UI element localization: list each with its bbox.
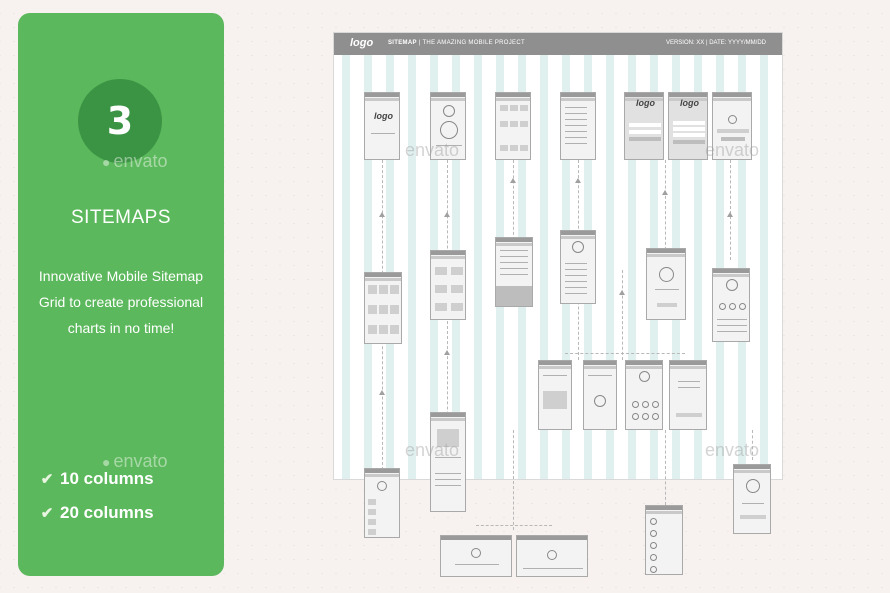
connector-line [447,160,448,500]
screen-detail [430,412,466,512]
screen-author-profile [712,268,750,342]
check-icon: ✔ [40,471,54,488]
grid-column [474,55,482,479]
grid-column [408,55,416,479]
board-meta: VERSION: XX | DATE: YYYY/MM/DD [665,40,766,46]
connector-line [730,160,731,260]
number-badge-text: 3 [106,99,134,143]
grid-column [386,55,394,479]
screen-feedback [583,360,617,430]
grid-column [364,55,372,479]
grid-column [540,55,548,479]
feature-item: ✔ 20 columns [34,496,214,530]
screen-sign-up: logo [668,92,708,160]
screen-navigation-drawer [560,92,596,160]
screen-welcome-back [440,535,512,577]
envato-leaf-icon: ● [102,154,111,170]
screen-media-player [516,535,588,577]
screen-share [625,360,663,430]
connector-line [752,430,753,460]
screen-sign-in: logo [624,92,664,160]
board-title: SITEMAP | THE AMAZING MOBILE PROJECT [388,40,525,46]
screen-search-keyboard [495,237,533,307]
watermark-logo: envato [705,140,760,160]
arrow-up-icon [444,212,450,217]
grid-column [606,55,614,479]
connector-line [476,525,552,526]
connector-line [665,430,666,505]
watermark-logo: ●envato [102,151,168,171]
screen-hello-user [669,360,707,430]
watermark-logo: envato [405,140,460,160]
number-badge: 3 [78,79,162,163]
arrow-up-icon [662,190,668,195]
board-logo: logo [350,37,374,49]
watermark-logo: ●envato [102,451,168,471]
screen-homepage [495,92,531,160]
screen-gallery [364,272,402,344]
envato-leaf-icon: ● [102,454,111,470]
grid-column [694,55,702,479]
feature-label: 10 columns [60,469,154,488]
arrow-up-icon [379,390,385,395]
panel-description: Innovative Mobile Sitemap Grid to create… [38,268,204,336]
watermark-logo: envato [405,440,460,460]
check-icon: ✔ [40,505,54,522]
arrow-up-icon [379,212,385,217]
arrow-up-icon [510,178,516,183]
feature-item: ✔ 10 columns [34,462,214,496]
connector-line [622,270,623,360]
watermark-logo: envato [705,440,760,460]
screen-profile-menu [560,230,596,304]
screen-user-profile [646,248,686,320]
screen-success [733,464,771,534]
screen-loading: logo [364,92,400,160]
grid-column [738,55,746,479]
connector-line [665,160,666,250]
connector-line [513,160,514,240]
board-header: logo SITEMAP | THE AMAZING MOBILE PROJEC… [334,33,782,55]
screen-video-list [364,468,400,538]
panel-title: SITEMAPS [70,207,172,228]
arrow-up-icon [727,212,733,217]
connector-line [565,353,685,354]
connector-line [513,430,514,530]
grid-column [628,55,636,479]
screen-forgot-password [712,92,752,160]
screen-welcome [430,92,466,160]
arrow-up-icon [575,178,581,183]
feature-label: 20 columns [60,503,154,522]
grid-column [760,55,768,479]
arrow-up-icon [444,350,450,355]
screen-contacts [645,505,683,575]
screen-rating [538,360,572,430]
grid-column [342,55,350,479]
grid-column [716,55,724,479]
info-panel: 3 ●envato SITEMAPS Innovative Mobile Sit… [18,13,224,576]
arrow-up-icon [619,290,625,295]
feature-list: ✔ 10 columns ✔ 20 columns [34,462,214,530]
screen-search-results [430,250,466,320]
